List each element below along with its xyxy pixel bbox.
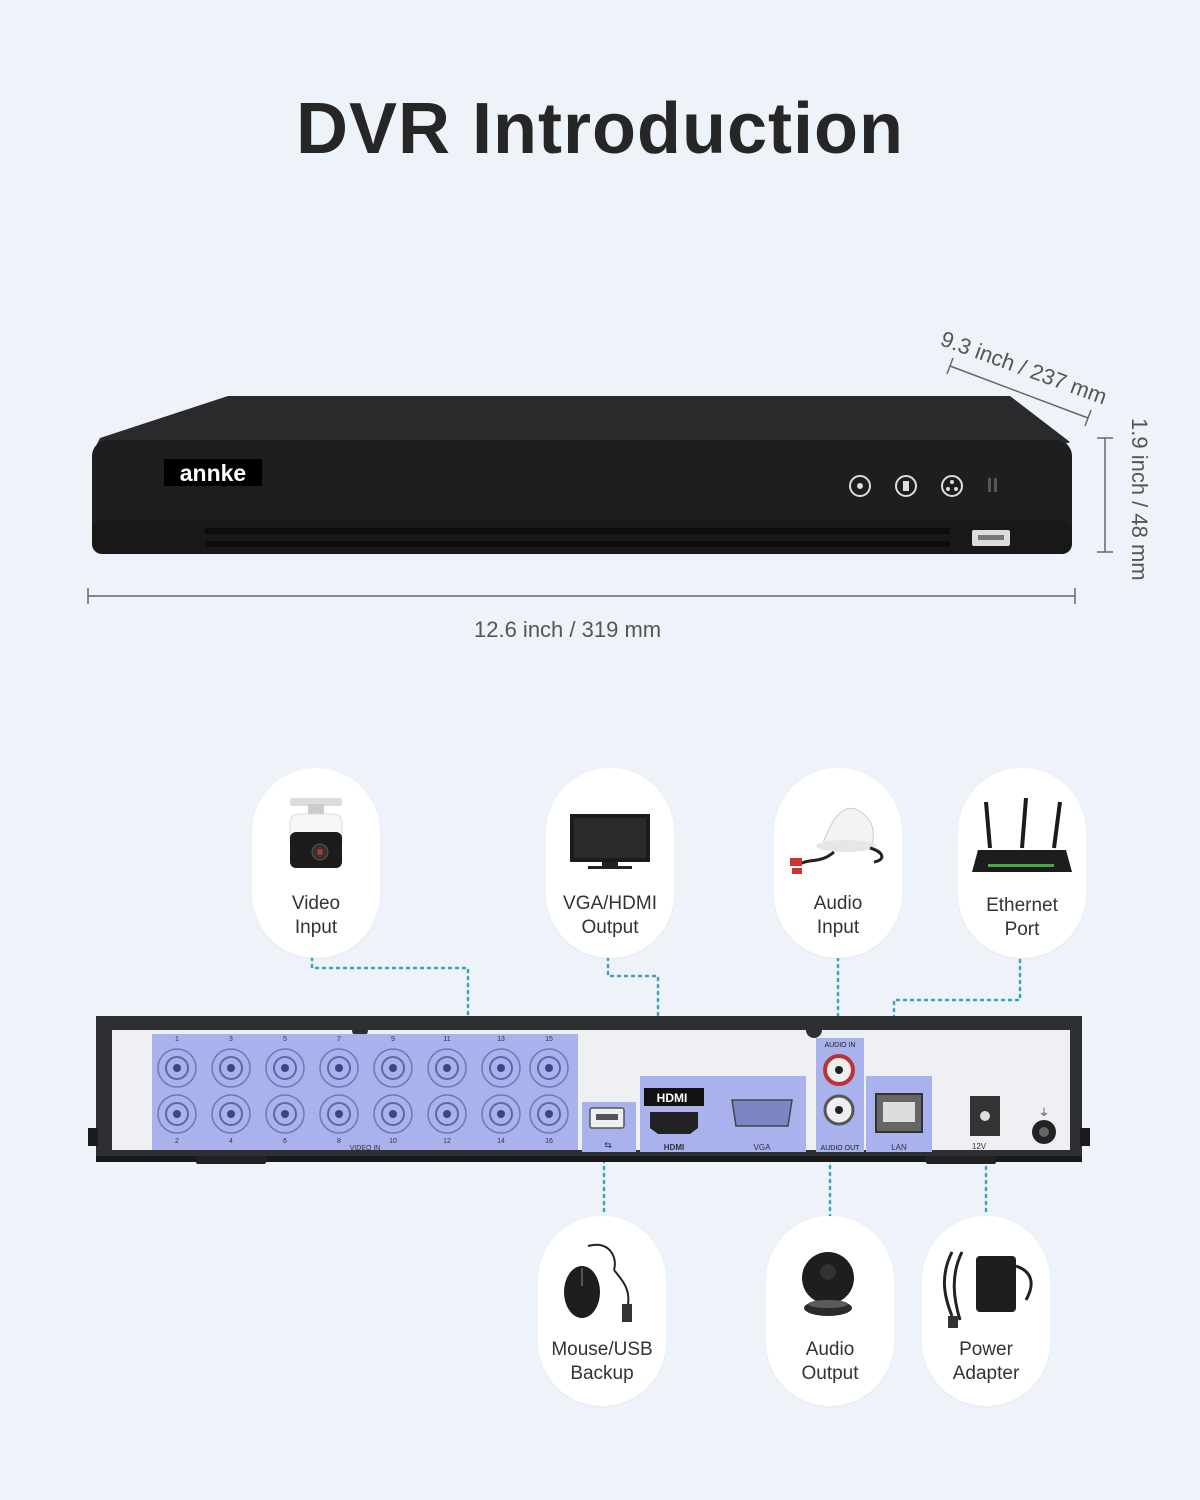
video-port-number: 13 xyxy=(497,1036,505,1043)
ethernet-port-card: Ethernet Port xyxy=(958,768,1086,958)
audio-output-label: Audio Output xyxy=(801,1339,859,1384)
router-icon xyxy=(972,797,1072,872)
width-dimension: 12.6 inch / 319 mm xyxy=(474,617,662,642)
vga-hdmi-output-label: VGA/HDMI Output xyxy=(563,893,657,938)
brand-logo-text: annke xyxy=(180,460,246,486)
video-input-card: Video Input xyxy=(252,768,380,958)
ground-terminal-icon: ⏚ xyxy=(1032,1107,1056,1144)
video-port-number: 3 xyxy=(229,1036,233,1043)
video-port-number: 6 xyxy=(283,1138,287,1145)
audio-input-card: Audio Input xyxy=(774,768,902,958)
ethernet-port-label: Ethernet Port xyxy=(986,895,1058,940)
microphone-icon xyxy=(790,807,884,874)
dvr-front-illustration: annke xyxy=(87,357,1113,604)
record-indicator-icon xyxy=(895,475,917,497)
power-adapter-icon xyxy=(942,1251,1033,1328)
brand-logo xyxy=(164,459,262,486)
power-adapter-card: Power Adapter xyxy=(922,1216,1050,1406)
hdmi-label: HDMI xyxy=(664,1143,684,1152)
video-port-number: 11 xyxy=(443,1036,450,1043)
video-port-number: 5 xyxy=(283,1036,287,1043)
hdmi-badge: HDMI xyxy=(657,1091,688,1105)
video-port-number: 15 xyxy=(545,1036,553,1043)
power-port xyxy=(970,1096,1000,1136)
video-port-number: 8 xyxy=(337,1138,341,1145)
video-input-label: Video Input xyxy=(291,893,341,938)
video-in-block xyxy=(152,1034,578,1150)
video-port-number: 16 xyxy=(545,1138,553,1145)
hdmi-port xyxy=(650,1112,698,1134)
usb-symbol-icon: ⇆ xyxy=(604,1140,612,1150)
video-port-number: 4 xyxy=(229,1138,233,1145)
video-port-number: 9 xyxy=(391,1036,395,1043)
power-adapter-label: Power Adapter xyxy=(952,1339,1020,1384)
vga-hdmi-output-card: VGA/HDMI Output xyxy=(546,768,674,958)
dvr-rear-panel: 1 3 5 7 9 11 13 15 2 4 6 8 10 12 14 16 V… xyxy=(88,1016,1090,1164)
video-port-number: 10 xyxy=(389,1138,397,1145)
power-label: 12V xyxy=(972,1142,987,1151)
audio-out-port xyxy=(823,1094,855,1126)
video-port-number: 12 xyxy=(443,1138,451,1145)
vga-label: VGA xyxy=(754,1143,772,1152)
lan-label: LAN xyxy=(891,1143,907,1152)
lan-port xyxy=(875,1093,923,1133)
monitor-icon xyxy=(570,814,650,869)
video-port-number: 7 xyxy=(337,1036,341,1043)
video-port-number: 1 xyxy=(175,1036,179,1043)
video-port-number: 2 xyxy=(175,1138,179,1145)
audio-out-label: AUDIO OUT xyxy=(821,1145,861,1152)
audio-output-card: Audio Output xyxy=(766,1216,894,1406)
page-title: DVR Introduction xyxy=(296,89,904,169)
audio-in-label: AUDIO IN xyxy=(824,1042,855,1049)
status-indicator-icon xyxy=(849,475,871,497)
network-indicator-icon xyxy=(941,475,963,497)
video-port-number: 14 xyxy=(497,1138,505,1145)
mouse-usb-backup-card: Mouse/USB Backup xyxy=(538,1216,666,1406)
speaker-icon xyxy=(802,1252,854,1316)
audio-in-port xyxy=(823,1054,855,1086)
mouse-icon xyxy=(564,1243,632,1322)
mouse-usb-backup-label: Mouse/USB Backup xyxy=(551,1339,653,1384)
svg-text:⏚: ⏚ xyxy=(1039,1107,1049,1119)
audio-input-label: Audio Input xyxy=(813,893,863,938)
usb-port-icon xyxy=(589,1107,625,1129)
camera-icon xyxy=(289,798,343,868)
vga-port xyxy=(731,1099,793,1127)
video-in-label: VIDEO IN xyxy=(350,1145,381,1152)
